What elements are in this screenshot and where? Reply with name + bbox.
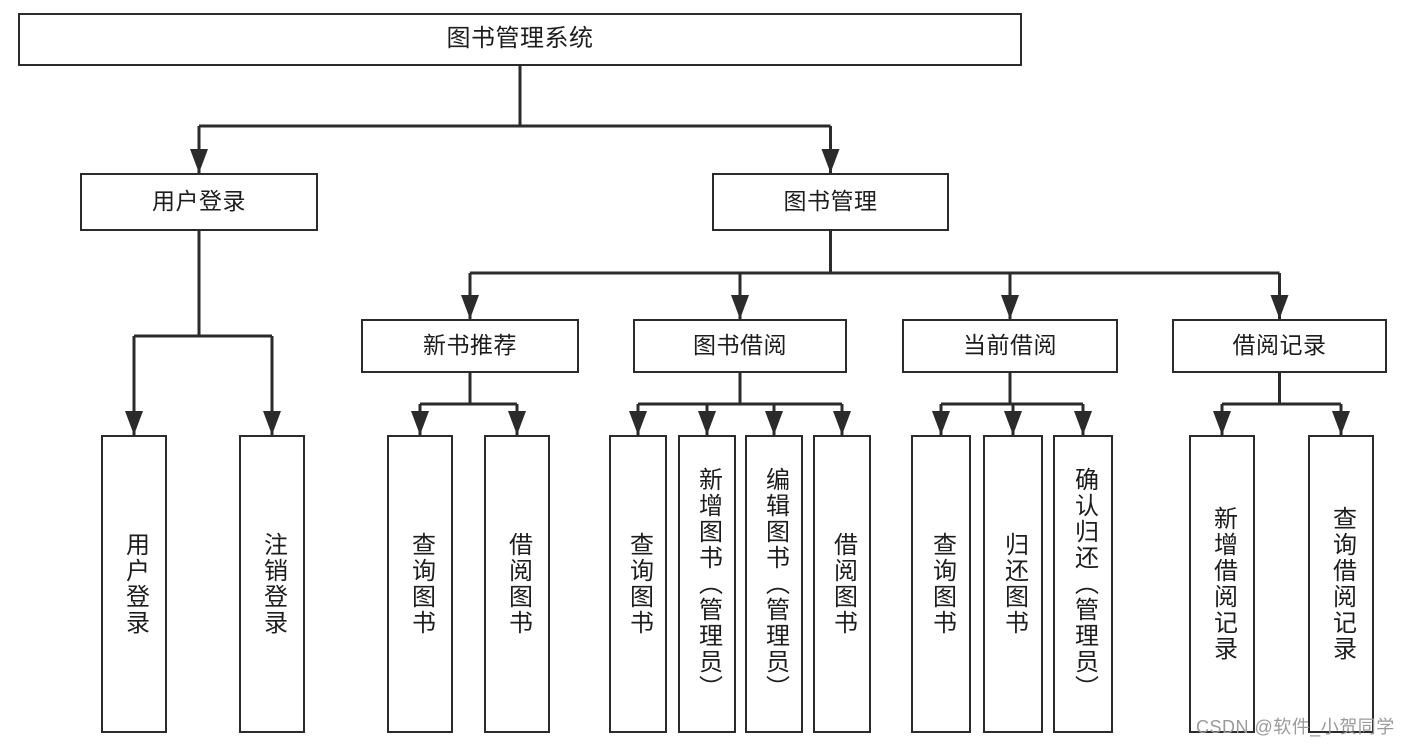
node-label: 编辑图书（管理员）	[761, 467, 789, 701]
node-label: 查询借阅记录	[1328, 506, 1356, 662]
node-label: 查询图书	[625, 532, 653, 636]
node-label: 新增借阅记录	[1209, 506, 1237, 662]
node-leaf-query-record[interactable]: 查询借阅记录	[1308, 435, 1374, 733]
arrow-head-icon	[1001, 295, 1019, 319]
arrow-head-icon	[1213, 411, 1231, 435]
node-leaf-add-book[interactable]: 新增图书（管理员）	[678, 435, 736, 733]
arrow-head-icon	[411, 411, 429, 435]
node-leaf-query-book-1[interactable]: 查询图书	[387, 435, 453, 733]
node-label: 借阅图书	[504, 532, 532, 636]
arrow-head-icon	[190, 149, 208, 173]
node-root[interactable]: 图书管理系统	[18, 13, 1022, 66]
node-label: 查询图书	[928, 532, 956, 636]
node-label: 借阅记录	[1232, 332, 1327, 359]
node-label: 图书借阅	[693, 332, 787, 359]
arrow-head-icon	[765, 411, 783, 435]
arrow-head-icon	[833, 411, 851, 435]
arrow-head-icon	[1074, 411, 1092, 435]
node-current-borrow[interactable]: 当前借阅	[902, 319, 1118, 373]
node-leaf-edit-book[interactable]: 编辑图书（管理员）	[745, 435, 803, 733]
node-label: 图书管理	[783, 188, 878, 215]
node-label: 注销登录	[259, 532, 287, 636]
node-leaf-user-login[interactable]: 用户登录	[101, 435, 167, 733]
arrow-head-icon	[508, 411, 526, 435]
node-label: 用户登录	[121, 532, 149, 636]
arrow-head-icon	[263, 411, 281, 435]
node-leaf-borrow-book-2[interactable]: 借阅图书	[813, 435, 871, 733]
arrow-head-icon	[932, 411, 950, 435]
arrow-head-icon	[1004, 411, 1022, 435]
node-leaf-query-book-3[interactable]: 查询图书	[911, 435, 971, 733]
node-leaf-add-record[interactable]: 新增借阅记录	[1189, 435, 1255, 733]
arrow-head-icon	[698, 411, 716, 435]
node-label: 归还图书	[1000, 532, 1028, 636]
arrow-head-icon	[125, 411, 143, 435]
arrow-head-icon	[1270, 295, 1289, 319]
arrow-head-icon	[629, 411, 647, 435]
node-book-borrow[interactable]: 图书借阅	[633, 319, 847, 373]
node-label: 图书管理系统	[446, 25, 594, 53]
node-leaf-confirm-return[interactable]: 确认归还（管理员）	[1053, 435, 1113, 733]
arrow-head-icon	[461, 295, 479, 319]
node-label: 当前借阅	[963, 332, 1057, 359]
node-label: 新增图书（管理员）	[694, 467, 722, 701]
node-label: 查询图书	[407, 532, 435, 636]
arrow-head-icon	[821, 149, 840, 173]
node-book-manage[interactable]: 图书管理	[712, 173, 949, 231]
node-label: 新书推荐	[423, 332, 517, 359]
arrow-head-icon	[1332, 411, 1350, 435]
node-leaf-user-logout[interactable]: 注销登录	[239, 435, 305, 733]
node-leaf-query-book-2[interactable]: 查询图书	[609, 435, 667, 733]
node-leaf-borrow-book-1[interactable]: 借阅图书	[484, 435, 550, 733]
node-user-login[interactable]: 用户登录	[80, 173, 318, 231]
arrow-head-icon	[731, 295, 749, 319]
watermark: CSDN @软件_小贺同学	[1196, 717, 1395, 737]
node-borrow-record[interactable]: 借阅记录	[1172, 319, 1387, 373]
node-label: 确认归还（管理员）	[1070, 467, 1098, 701]
node-label: 用户登录	[152, 188, 246, 215]
node-leaf-return-book[interactable]: 归还图书	[983, 435, 1043, 733]
node-new-book-rec[interactable]: 新书推荐	[361, 319, 579, 373]
node-label: 借阅图书	[829, 532, 857, 636]
